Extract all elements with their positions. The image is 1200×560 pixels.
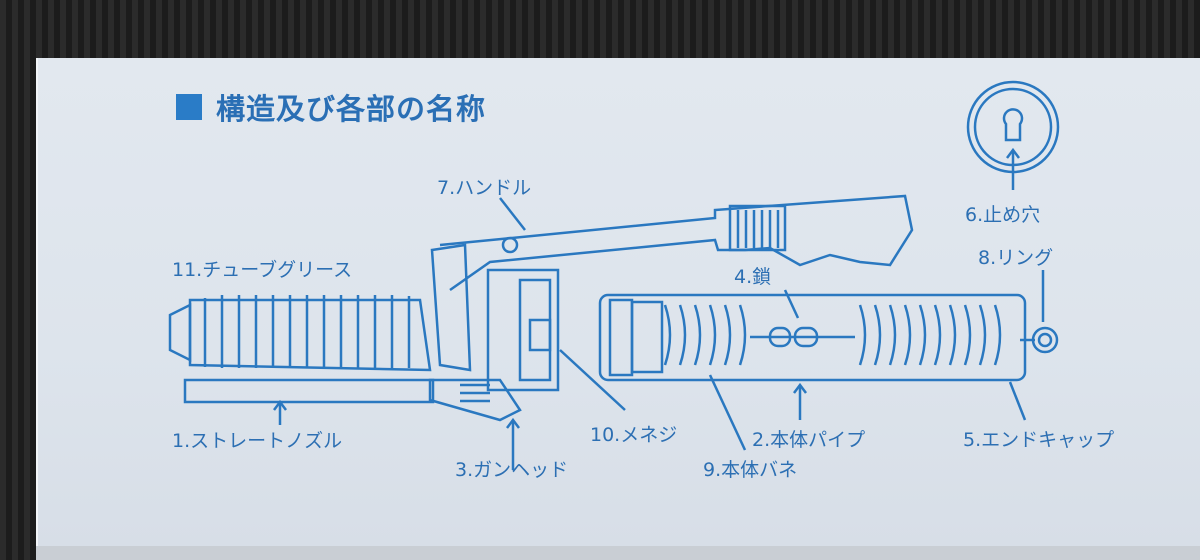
- title-square-icon: [176, 94, 202, 120]
- label-hang-hole: 6.止め穴: [965, 204, 1041, 226]
- gun-head: [428, 243, 560, 470]
- label-ring: 8.リング: [978, 247, 1054, 269]
- label-chain: 4.鎖: [734, 266, 772, 288]
- ring: [1020, 270, 1059, 354]
- label-straight-nozzle: 1.ストレートノズル: [172, 430, 343, 452]
- leader-9: [708, 374, 747, 451]
- label-body-pipe: 2.本体パイプ: [752, 429, 866, 451]
- tube-grease: [168, 295, 432, 372]
- label-end-cap: 5.エンドキャップ: [963, 429, 1115, 451]
- label-handle: 7.ハンドル: [437, 177, 532, 199]
- label-female-thread: 10.メネジ: [590, 424, 678, 446]
- leader-5: [1008, 381, 1027, 421]
- box-edge: [36, 546, 1200, 560]
- leader-10: [559, 349, 626, 411]
- label-tube-grease: 11.チューブグリース: [172, 259, 353, 281]
- section-title: 構造及び各部の名称: [176, 86, 486, 128]
- label-body-spring: 9.本体バネ: [703, 459, 798, 481]
- handle: [439, 194, 914, 292]
- chain: [750, 289, 855, 348]
- body-pipe: [598, 293, 1027, 420]
- straight-nozzle: [183, 378, 435, 425]
- title-text: 構造及び各部の名称: [216, 92, 487, 126]
- label-gun-head: 3.ガンヘッド: [455, 459, 569, 481]
- hang-hole: [966, 80, 1060, 190]
